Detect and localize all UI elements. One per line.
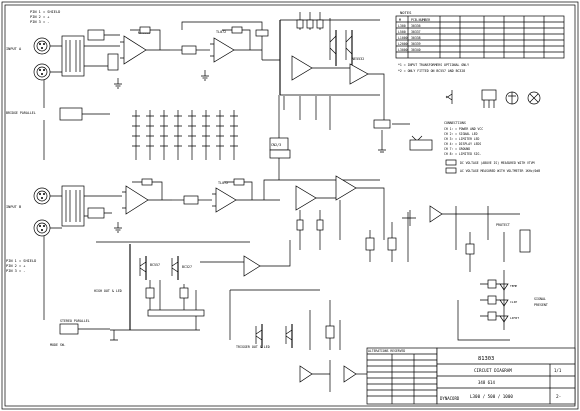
notes-row-model: L500 [398,30,406,34]
bc327-label: BC327 [182,265,192,269]
tl072-a-label: TL072 [216,30,226,34]
input-b-label: INPUT B [6,205,21,209]
notes-row-part: 30340 [411,48,421,52]
notes-table: NOTES M PCB-NUMBER L300 30336 L500 30337… [395,10,565,73]
trigger-section: TRIGGER OUT & LED [200,240,368,392]
pin-lower-1: PIN 1 = SHIELD [6,259,36,263]
company-logo: DYNACORD [440,396,460,401]
opamp-tl072-a [213,37,235,63]
opamp-tl072-b [215,187,237,213]
connections-line: CH 7: = GROUND [444,147,470,151]
models-list: L300 / 500 / 1000 [470,394,513,399]
connections-line: CH 8: = LIMITED SIG. [444,152,481,156]
ac-voltage-note: AC VOLTAGE MEASURED WITH VOLTMETER 1KHz/… [460,169,540,173]
connections-line: CH 1: = POWER AND VCC [444,127,483,131]
input-b-section: INPUT B TL072 PIN 1 = SHIELD PIN 2 = + P… [6,178,380,273]
notes-col-part: PCB-NUMBER [411,18,430,22]
alterations-label: ALTERATIONS RESERVED [368,349,405,353]
xlr-connector-a1 [33,37,51,55]
led-ladder: SIGNAL PRESENT TEMP CLIP LIMIT [457,270,548,341]
notes-row-part: 30336 [411,24,421,28]
bc557-label: BC557 [150,263,160,267]
notes-row-model: L3000 [398,48,408,52]
pin-lower-3: PIN 3 = - [6,269,25,273]
connections-line: CH 2: = SIGNAL LED [444,132,478,136]
temp-label: TEMP [510,284,517,288]
bridge-switch-box [59,107,83,121]
input-a-section: PIN 1 = SHIELD PIN 2 = + PIN 3 = - INPUT… [6,10,280,89]
title-block: 81303 CIRCUIT DIAGRAM 1/1 348 614 L300 /… [436,347,576,405]
drive-section: BC557 BC327 HIGH OUT & LED STEREO PARALL… [43,236,250,347]
pinout-symbols [445,89,541,108]
protect-label: PROTECT [496,223,510,227]
sheet-index: 1/1 [554,368,562,373]
protect-led-block: PROTECT [365,119,531,272]
stereo-label: STEREO PARALLEL [60,319,90,323]
mode-switch [59,323,79,335]
supply-rails-top: NE5532 [279,12,385,130]
input-transformer-a [61,35,85,77]
xlr-connector-b1 [33,187,51,205]
input-transformer-b [61,185,85,227]
mode-sw-label: MODE SW. [50,343,66,347]
xlr-connector-b2 [33,219,51,237]
bridge-label: BRIDGE PARALLEL [6,111,36,115]
center-connector-label: CN2/3 [271,143,281,147]
opamp-ne5532-a [123,35,147,65]
opamp-limiter-a [349,63,369,85]
pin-upper-3: PIN 3 = - [30,20,49,24]
revision: 2- [556,394,561,400]
notes-row-model: L2000 [398,42,408,46]
drawing-number: 81303 [478,356,494,362]
connections-line: CH 3: = LIMITER LED [444,137,480,141]
notes-footnote-1: *1 = INPUT TRANSFORMERS OPTIONAL ONLY [398,63,469,67]
bridge-switch: BRIDGE PARALLEL [6,80,110,160]
notes-row-part: 30337 [411,30,421,34]
sheet-title: CIRCUIT DIAGRAM [474,368,512,373]
xlr-connector-a2 [33,63,51,81]
input-a-label: INPUT A [6,47,22,51]
input-switch-a [87,29,105,41]
resistor-array-mid [132,110,238,160]
connections-line: CH 4: = DISPLAY LEDS [444,142,481,146]
dc-voltage-note: DC VOLTAGE (ABOVE IS) MEASURED WITH VTVM [460,161,535,165]
present-label: PRESENT [534,303,548,307]
pin-upper-2: PIN 2 = + [30,15,50,19]
sheet-inner-border [4,4,576,407]
limiter-stage-b [269,149,385,250]
trigger-label: TRIGGER OUT & LED [236,345,270,349]
signal-label: SIGNAL [534,297,546,301]
notes-footnote-2: *2 = ONLY FITTED ON BC557 AND BC328 [398,69,465,73]
opamp-comparator-a [291,55,313,81]
limit-label: LIMIT [510,316,519,320]
notes-title: NOTES [400,10,412,15]
connections-title: CONNECTIONS [444,121,466,125]
notes-col-model: M [399,18,401,22]
connections-legend: CONNECTIONS CH 1: = POWER AND VCC CH 2: … [444,121,540,174]
notes-row-part: 30339 [411,42,421,46]
notes-row-model: L1000 [398,36,408,40]
ne5532-b-label: NE5532 [352,57,364,61]
opamp-ne5532-b [125,185,149,215]
clip-label: CLIP [510,300,517,304]
pin-lower-2: PIN 2 = + [6,264,26,268]
tl072-b-label: TL072 [218,181,228,185]
notes-row-model: L300 [398,24,406,28]
model-code: 348 614 [478,380,495,385]
notes-row-part: 30338 [411,36,421,40]
alterations-block: ALTERATIONS RESERVED [366,347,438,405]
high-out-label: HIGH OUT & LED [94,289,122,293]
center-connector: CN2/3 [269,95,289,180]
pin-upper-1: PIN 1 = SHIELD [30,10,60,14]
